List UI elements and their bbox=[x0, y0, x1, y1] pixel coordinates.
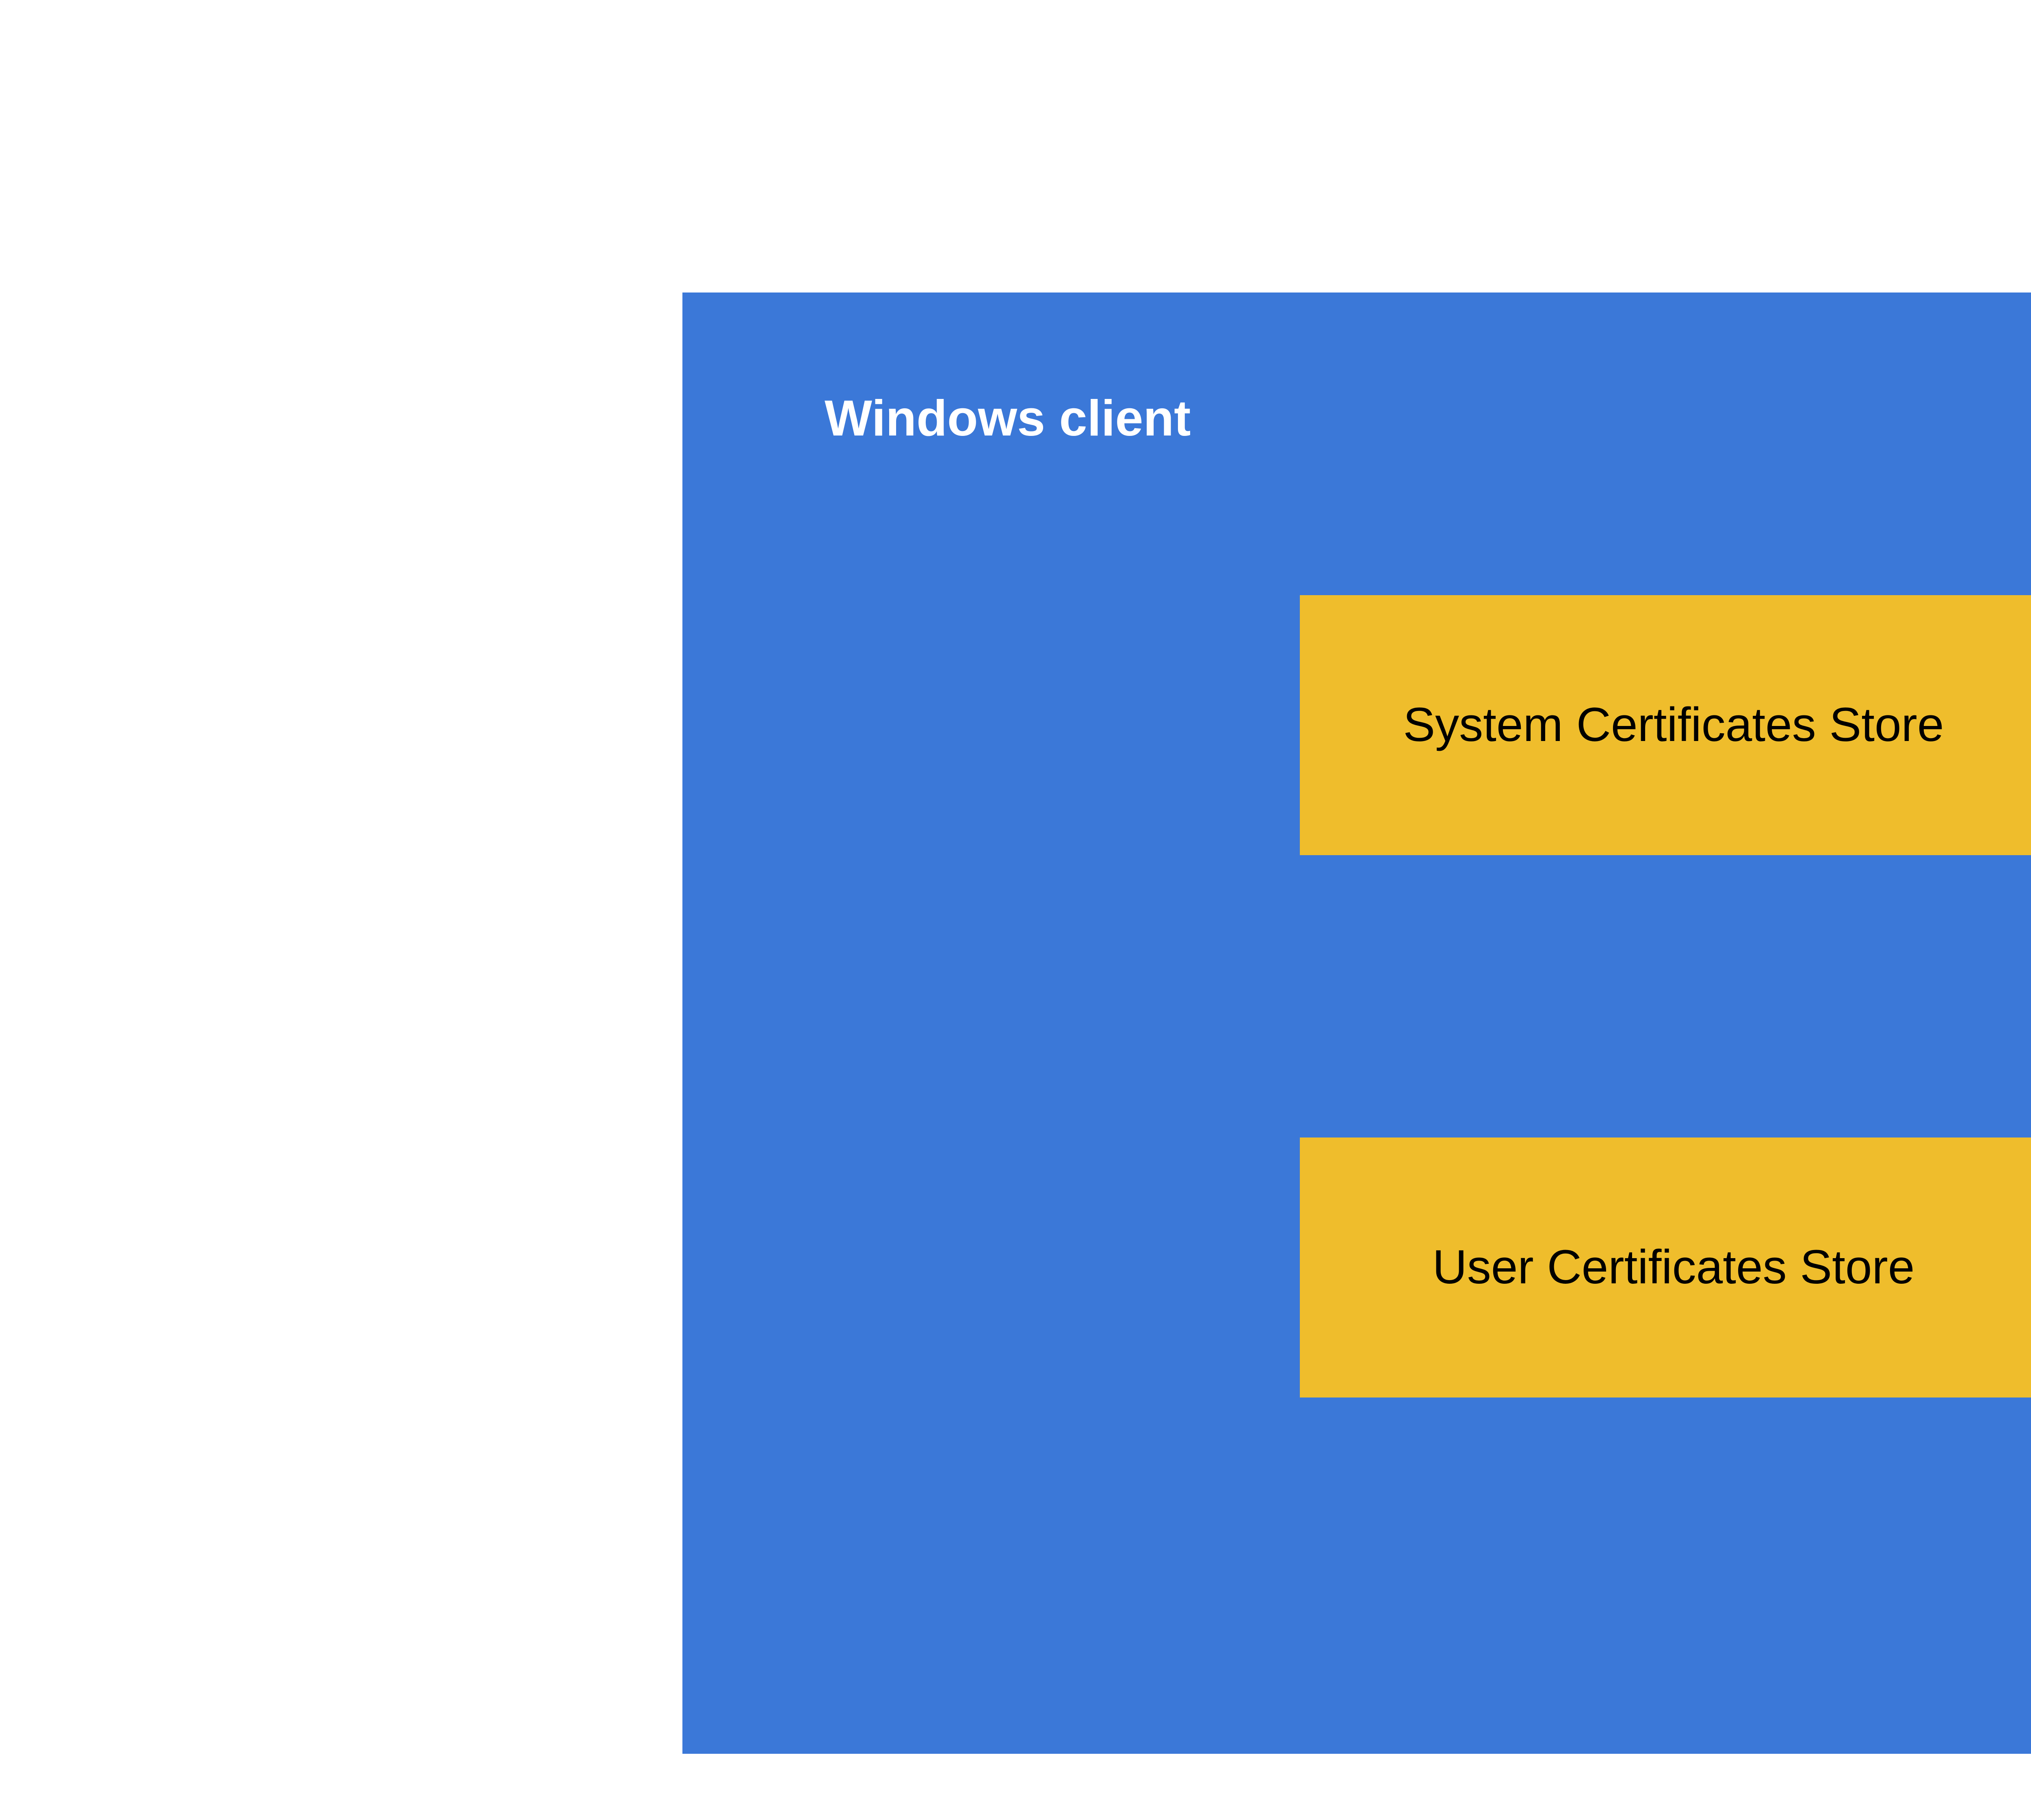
windows-client-container bbox=[682, 292, 2031, 1754]
node-user-certificates-store: User Certificates Store bbox=[1300, 1138, 2031, 1398]
windows-client-title: Windows client bbox=[825, 390, 1191, 446]
node-system-certificates-store: System Certificates Store bbox=[1300, 595, 2031, 855]
